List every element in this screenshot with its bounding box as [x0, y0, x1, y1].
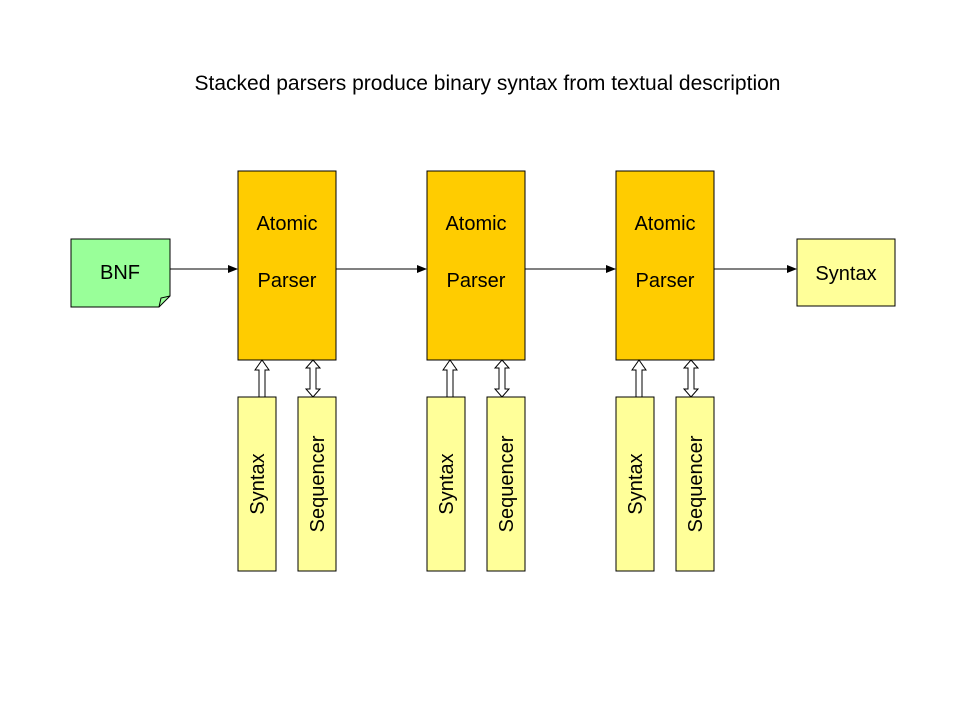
parser-1-line2: Parser [258, 270, 317, 292]
sequencer-module-2 [486, 396, 526, 572]
up-arrow-2 [442, 359, 458, 398]
parser-2-line1: Atomic [445, 213, 506, 235]
up-arrow-3 [631, 359, 647, 398]
atomic-parser-1 [237, 170, 337, 361]
output-syntax-box: Syntax [796, 238, 896, 307]
bnf-document: BNF [70, 238, 171, 308]
sequencer-module-1-label: Sequencer [307, 435, 329, 532]
sequencer-module-1 [297, 396, 337, 572]
parser-1-line1: Atomic [256, 213, 317, 235]
diagram-title: Stacked parsers produce binary syntax fr… [194, 72, 781, 95]
atomic-parser-3 [615, 170, 715, 361]
sequencer-module-3-label: Sequencer [685, 435, 707, 532]
up-arrow-1 [254, 359, 270, 398]
parser-group-2: Atomic Parser Syntax Sequencer [426, 170, 526, 572]
atomic-parser-2 [426, 170, 526, 361]
sequencer-module-3 [675, 396, 715, 572]
parser-group-3: Atomic Parser Syntax Sequencer [615, 170, 715, 572]
syntax-module-1-label: Syntax [247, 453, 269, 514]
double-arrow-3 [682, 359, 700, 398]
syntax-module-3-label: Syntax [625, 453, 647, 514]
double-arrow-2 [493, 359, 511, 398]
syntax-module-1 [237, 396, 277, 572]
parser-3-line2: Parser [636, 270, 695, 292]
sequencer-module-2-label: Sequencer [496, 435, 518, 532]
output-syntax-label: Syntax [815, 263, 876, 285]
bnf-label: BNF [100, 262, 140, 284]
syntax-module-2 [426, 396, 466, 572]
parser-2-line2: Parser [447, 270, 506, 292]
syntax-module-2-label: Syntax [436, 453, 458, 514]
syntax-module-3 [615, 396, 655, 572]
parser-3-line1: Atomic [634, 213, 695, 235]
parser-group-1: Atomic Parser Syntax Sequencer [237, 170, 337, 572]
double-arrow-1 [304, 359, 322, 398]
